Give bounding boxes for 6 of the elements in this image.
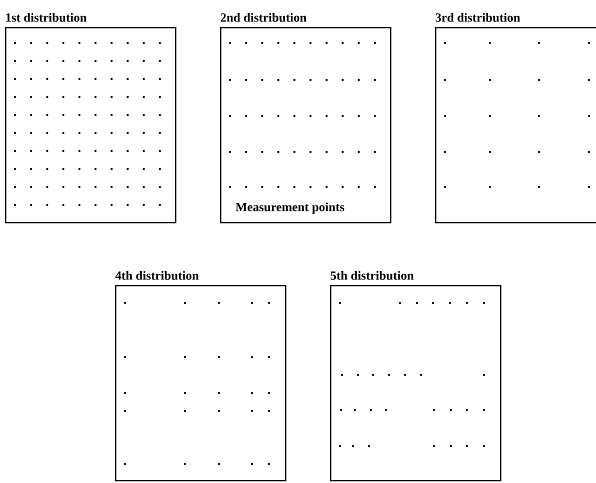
panel-heading: 4th distribution bbox=[115, 270, 199, 280]
panel-heading: 2nd distribution bbox=[220, 12, 306, 22]
panel-heading: 5th distribution bbox=[330, 270, 414, 280]
panel-heading: 3rd distribution bbox=[436, 12, 520, 22]
panel-caption: Measurement points bbox=[236, 202, 344, 214]
panel-heading: 1st distribution bbox=[6, 12, 87, 22]
